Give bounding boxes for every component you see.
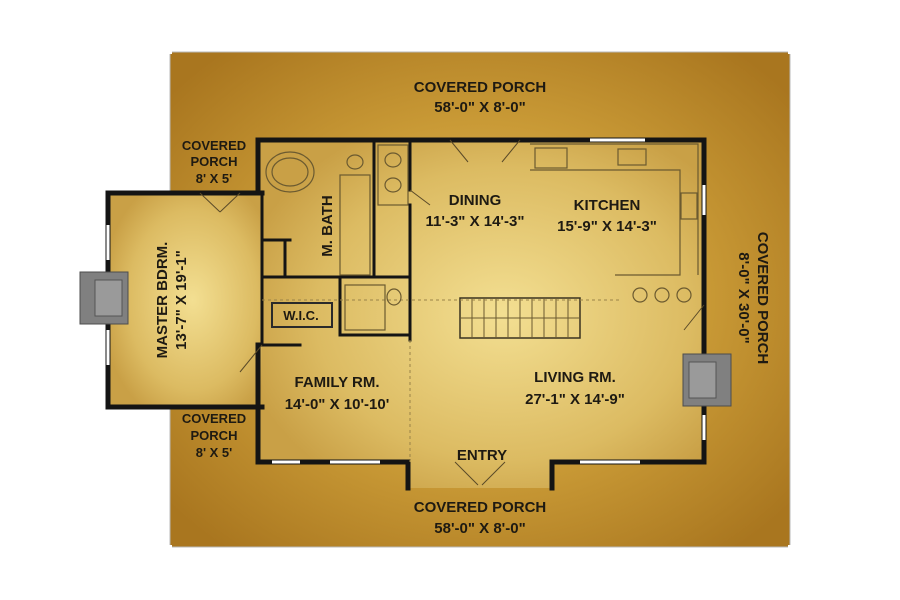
kitchen-name: KITCHEN xyxy=(574,197,641,214)
porch-small-top-size: 8' X 5' xyxy=(196,171,233,186)
living-room-name: LIVING RM. xyxy=(534,369,616,386)
dining-size: 11'-3" X 14'-3" xyxy=(426,213,525,230)
master-bedroom-name: MASTER BDRM. xyxy=(154,242,171,359)
porch-right-size: 8'-0" X 30'-0" xyxy=(735,252,752,343)
porch-small-top-line1: COVERED xyxy=(182,138,246,153)
wic-name: W.I.C. xyxy=(283,308,318,323)
master-bedroom-size: 13'-7" X 19'-1" xyxy=(173,250,190,350)
porch-bottom-size: 58'-0" X 8'-0" xyxy=(434,520,525,537)
porch-posts xyxy=(168,50,792,549)
porch-small-bottom-line1: COVERED xyxy=(182,411,246,426)
entry-name: ENTRY xyxy=(457,447,507,464)
master-bath-name: M. BATH xyxy=(319,195,336,256)
porch-right-name: COVERED PORCH xyxy=(754,232,771,365)
kitchen-counters xyxy=(530,143,699,303)
living-room-size: 27'-1" X 14'-9" xyxy=(525,391,625,408)
porch-small-top-line2: PORCH xyxy=(191,154,238,169)
stairs xyxy=(459,297,581,339)
porch-top-name: COVERED PORCH xyxy=(414,79,547,96)
bath-fixtures xyxy=(265,144,409,331)
interior-walls xyxy=(256,138,412,347)
kitchen-size: 15'-9" X 14'-3" xyxy=(557,218,657,235)
dashed-lines xyxy=(262,299,620,462)
porch-small-bottom-size: 8' X 5' xyxy=(196,445,233,460)
doors xyxy=(199,139,705,486)
porch-bottom-name: COVERED PORCH xyxy=(414,499,547,516)
family-room-size: 14'-0" X 10'-10' xyxy=(285,396,390,413)
room-labels: COVERED PORCH 58'-0" X 8'-0" COVERED POR… xyxy=(154,79,771,537)
fireplaces xyxy=(79,271,732,407)
dining-name: DINING xyxy=(449,192,502,209)
porch-top-size: 58'-0" X 8'-0" xyxy=(434,99,525,116)
family-room-name: FAMILY RM. xyxy=(294,374,379,391)
porch-small-bottom-line2: PORCH xyxy=(191,428,238,443)
